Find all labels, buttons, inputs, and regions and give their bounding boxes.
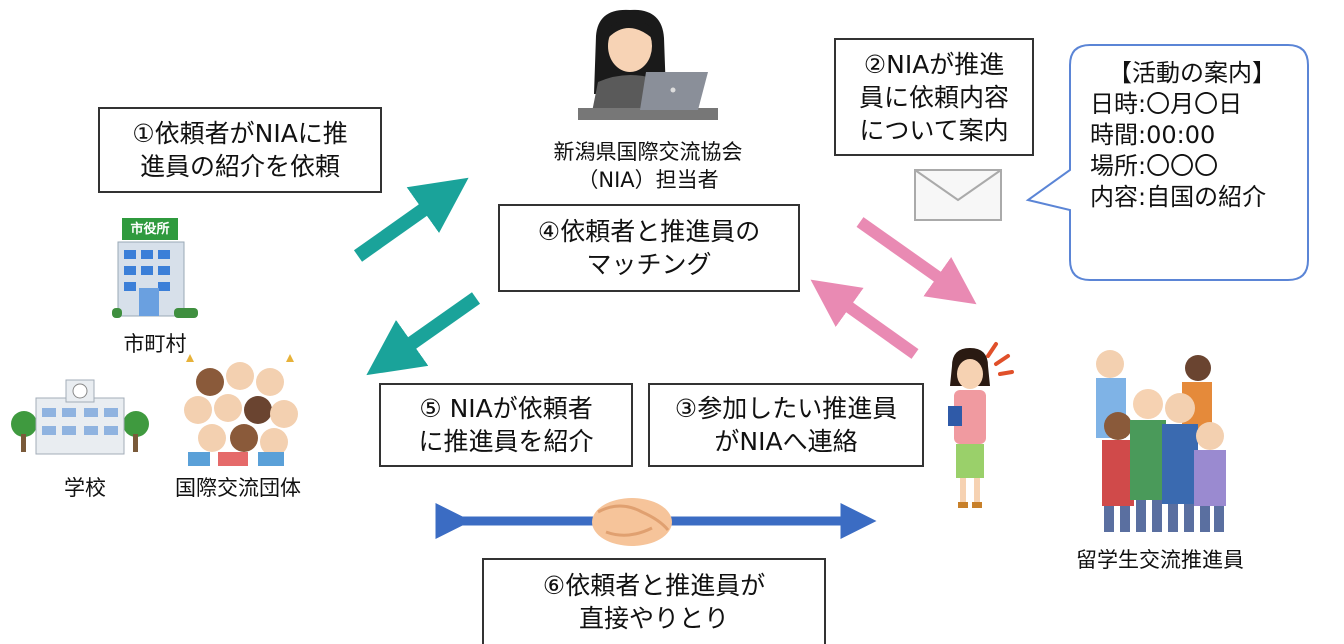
step5-line-2: に推進員を紹介 [418,427,594,456]
step5-line-1: ⑤ NIAが依頼者 [419,394,593,423]
step2-line-2: 員に依頼内容 [858,82,1009,112]
notice-bubble [1025,44,1309,281]
arrow-nia-notify [856,217,977,305]
step5-box: ⑤ NIAが依頼者 に推進員を紹介 [379,383,633,467]
school-label: 学校 [64,476,106,500]
step6-box: ⑥依頼者と推進員が 直接やりとり [482,558,826,644]
nia-label-line-1: 新潟県国際交流協会 [553,140,743,164]
notice-text: 【活動の案内】 日時:〇月〇日 時間:00:00 場所:〇〇〇 内容:自国の紹介 [1090,58,1310,213]
step1-line-2: 進員の紹介を依頼 [139,152,340,181]
city-hall-sign: 市役所 [130,222,170,237]
school-illustration [11,379,149,455]
notice-title: 【活動の案内】 [1108,59,1276,87]
step1-box: ①依頼者がNIAに推 進員の紹介を依頼 [98,107,382,193]
step1-line-1: ①依頼者がNIAに推 [132,119,348,148]
arrow-student-reply [810,279,919,359]
step2-line-3: について案内 [859,115,1009,145]
arrow-request-to-nia [353,177,469,262]
promoters-group-illustration [1096,350,1226,532]
notice-line-time: 時間:00:00 [1090,121,1216,149]
nia-label-line-2: （NIA）担当者 [577,168,719,192]
nia-label: 新潟県国際交流協会 （NIA）担当者 [528,138,768,194]
nia-staff-illustration [578,9,718,120]
exchange-group-label: 国際交流団体 [175,476,301,500]
step4-box: ④依頼者と推進員の マッチング [498,204,800,292]
step3-line-2: がNIAへ連絡 [714,427,858,456]
student-illustration [948,342,1014,508]
step6-line-1: ⑥依頼者と推進員が [542,571,766,600]
step3-box: ③参加したい推進員 がNIAへ連絡 [648,383,924,467]
step3-line-1: ③参加したい推進員 [674,394,898,423]
exchange-group-illustration [184,354,298,466]
promoters-label: 留学生交流推進員 [1076,548,1244,572]
notice-line-date: 日時:〇月〇日 [1090,90,1243,118]
city-hall-illustration [112,218,198,318]
handshake-icon [592,498,672,546]
step4-line-1: ④依頼者と推進員の [537,217,761,246]
notice-line-place: 場所:〇〇〇 [1090,152,1219,180]
envelope-icon [914,169,1002,221]
step6-line-2: 直接やりとり [578,604,729,633]
notice-line-content: 内容:自国の紹介 [1090,183,1267,211]
step2-line-1: ②NIAが推進 [863,49,1005,79]
city-label: 市町村 [123,332,187,356]
step4-line-2: マッチング [586,250,712,279]
arrow-nia-introduce [366,292,481,376]
step2-box: ②NIAが推進 員に依頼内容 について案内 [834,38,1034,156]
